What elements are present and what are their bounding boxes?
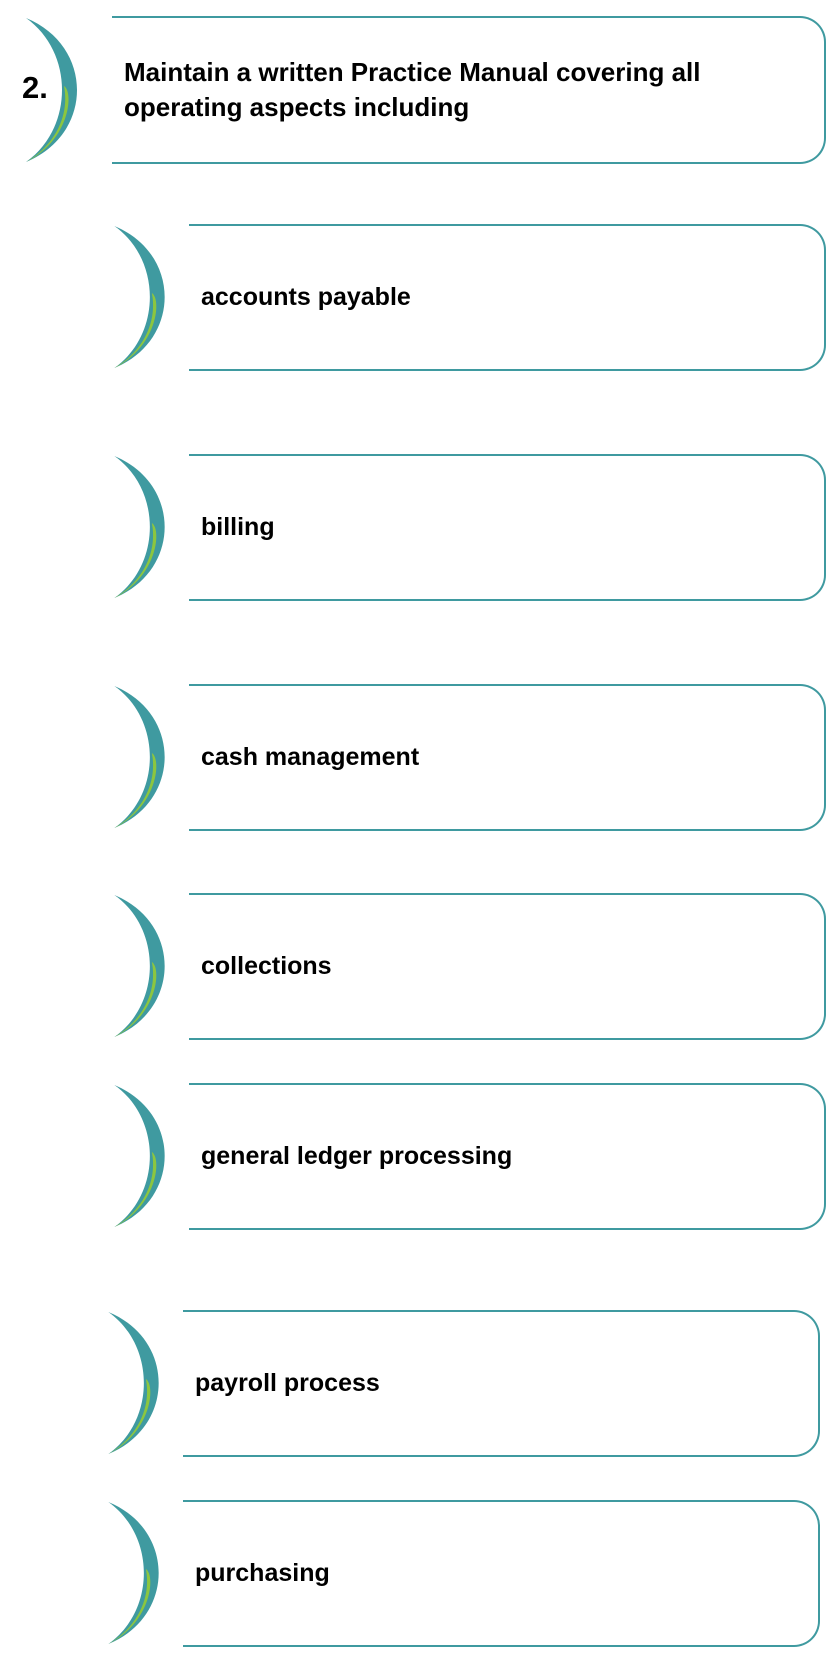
- list-item-box: general ledger processing: [189, 1083, 826, 1230]
- step-arc-icon: [114, 894, 165, 1038]
- list-item-box: collections: [189, 893, 826, 1040]
- step-arc-icon: [26, 18, 77, 162]
- list-item-label: billing: [201, 513, 275, 541]
- list-item-box: purchasing: [183, 1500, 820, 1647]
- list-item-box: cash management: [189, 684, 826, 831]
- list-item-label: cash management: [201, 743, 420, 771]
- list-item-label: collections: [201, 952, 332, 980]
- list-item-box: payroll process: [183, 1310, 820, 1457]
- list-item-box: billing: [189, 454, 826, 601]
- step-arc-icon: [114, 685, 165, 829]
- list-item-label: general ledger processing: [201, 1142, 513, 1170]
- step-arc-icon: [108, 1501, 159, 1645]
- step-arc-icon: [114, 1084, 165, 1228]
- step-number: 2.: [22, 70, 48, 105]
- step-arc-icon: [114, 225, 165, 369]
- main-step-box: Maintain a written Practice Manual cover…: [112, 16, 826, 164]
- main-step-text: Maintain a written Practice Manual cover…: [124, 57, 701, 122]
- step-arc-icon: [108, 1311, 159, 1455]
- list-item-label: purchasing: [195, 1559, 330, 1587]
- list-item-label: payroll process: [195, 1369, 380, 1397]
- step-arc-icon: [114, 455, 165, 599]
- list-item-box: accounts payable: [189, 224, 826, 371]
- list-item-label: accounts payable: [201, 283, 411, 311]
